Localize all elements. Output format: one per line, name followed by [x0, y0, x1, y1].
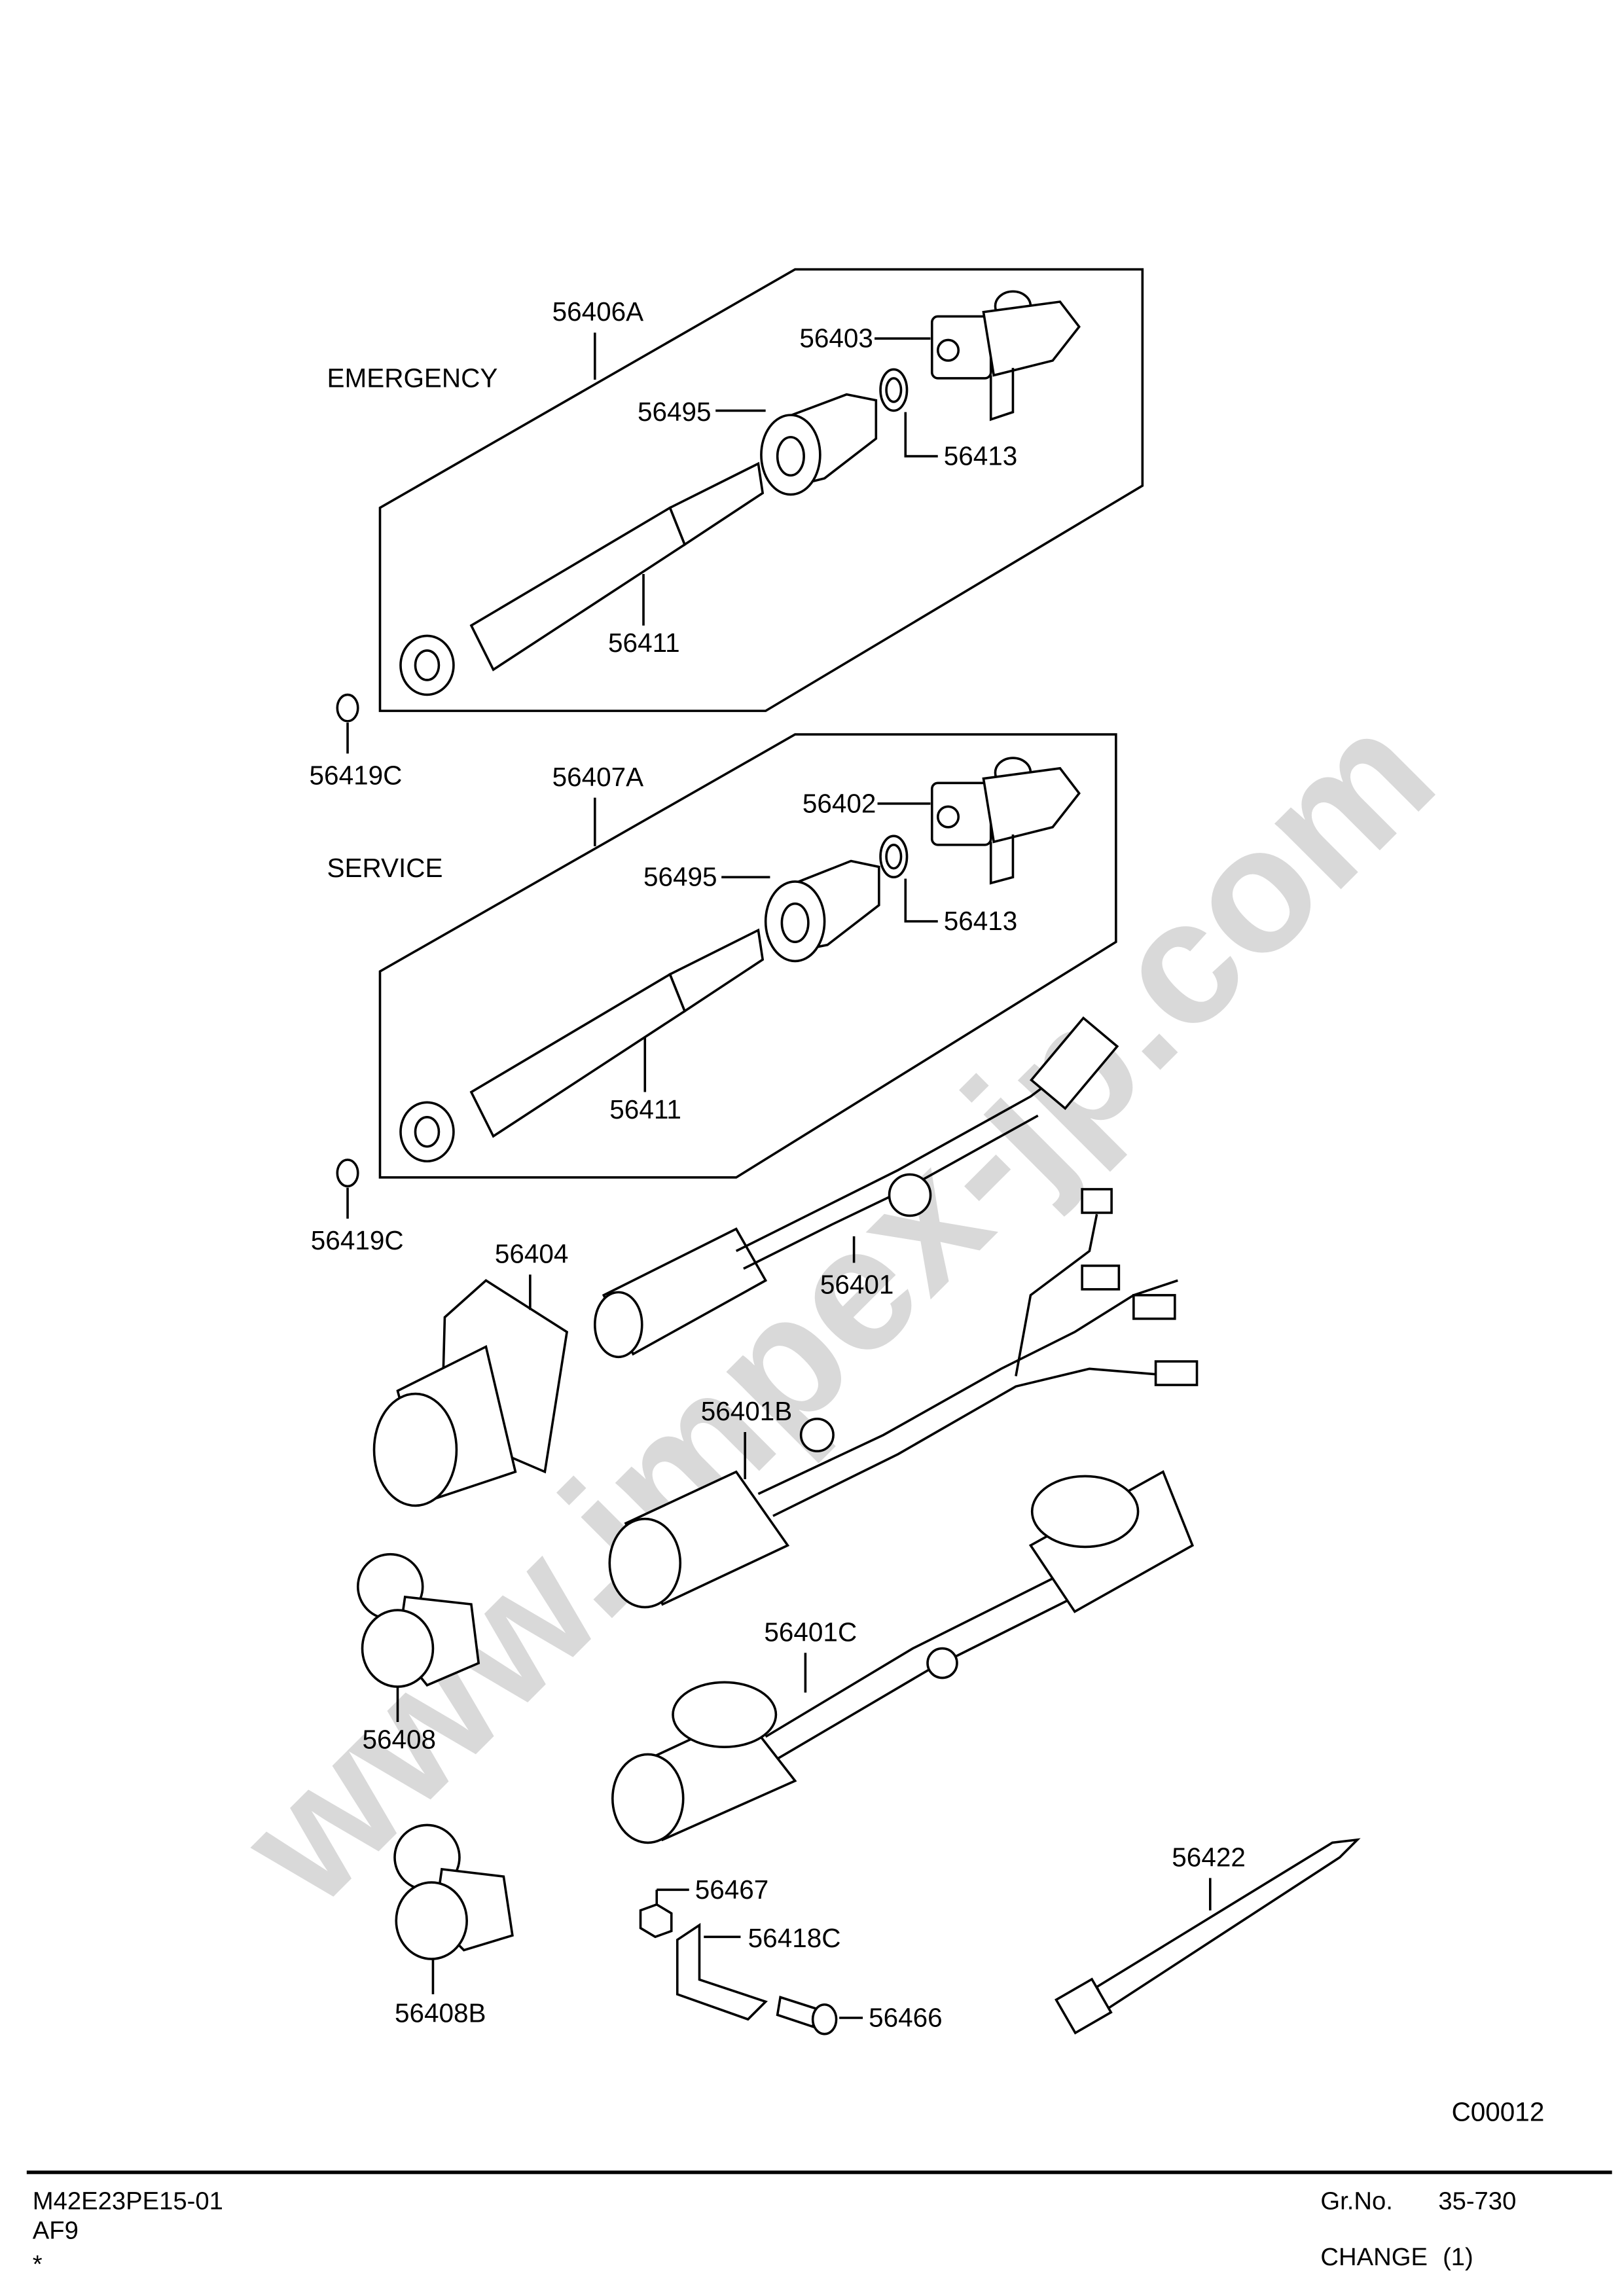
group-number-value: 35-730	[1438, 2187, 1516, 2215]
change-label: CHANGE	[1320, 2243, 1428, 2271]
socket-56408B	[393, 1823, 514, 1960]
adapter-56495-service	[764, 859, 880, 963]
adapter-56495	[760, 393, 878, 496]
group-number-label: Gr.No.	[1320, 2187, 1392, 2215]
label-56408: 56408	[363, 1724, 437, 1754]
label-56404: 56404	[495, 1238, 569, 1268]
label-56418C: 56418C	[748, 1923, 841, 1953]
group-title-service: SERVICE	[327, 853, 443, 883]
figure-code: C00012	[1452, 2096, 1545, 2126]
label-56411-service: 56411	[609, 1094, 681, 1124]
label-56419C: 56419C	[310, 761, 403, 791]
label-56407A: 56407A	[552, 762, 644, 792]
label-56406A: 56406A	[552, 296, 644, 327]
label-56401B: 56401B	[701, 1396, 793, 1426]
label-56495: 56495	[638, 397, 712, 427]
bracket-56418C	[676, 1922, 768, 2021]
group-title-emergency: EMERGENCY	[327, 363, 498, 393]
label-56413-service: 56413	[944, 906, 1018, 936]
ring-56419C-service	[336, 1158, 359, 1188]
plug-cable-56401B	[608, 1188, 1199, 1609]
label-56495-service: 56495	[643, 862, 717, 892]
model-code: AF9	[33, 2216, 79, 2244]
ring-56419C	[336, 693, 359, 723]
socket-bracket-56404	[372, 1279, 569, 1507]
service-group: 56407A SERVICE 56402 56413 56495 564	[327, 733, 1117, 1179]
label-56422: 56422	[1172, 1842, 1246, 1872]
coupling-head-56403	[930, 290, 1081, 422]
label-56413: 56413	[944, 441, 1018, 471]
coupling-head-56402	[930, 757, 1081, 885]
hose-56411-service	[399, 928, 765, 1163]
bolt-56466	[776, 1996, 838, 2036]
plug-cable-56401C	[611, 1470, 1195, 1844]
label-56408B: 56408B	[395, 1998, 486, 2028]
doc-code: M42E23PE15-01	[33, 2187, 223, 2215]
nut-56467	[639, 1903, 673, 1939]
plug-cable-56401	[594, 1016, 1119, 1359]
label-56419C-service: 56419C	[311, 1225, 404, 1255]
cable-tie-56422	[1055, 1838, 1361, 2035]
label-56467: 56467	[695, 1874, 769, 1905]
label-56401C: 56401C	[764, 1617, 857, 1647]
label-56466: 56466	[869, 2002, 943, 2032]
label-56402: 56402	[803, 788, 876, 818]
label-56411: 56411	[608, 628, 680, 658]
emergency-group: 56406A EMERGENCY 56403 56413 56495	[327, 268, 1144, 712]
label-56403: 56403	[799, 323, 873, 353]
change-value: (1)	[1443, 2243, 1473, 2271]
washer-56413-service	[879, 834, 909, 879]
mark: *	[33, 2250, 43, 2278]
label-56401: 56401	[820, 1270, 894, 1300]
socket-56408	[356, 1552, 480, 1688]
hose-56411	[399, 461, 765, 696]
washer-56413	[879, 368, 909, 412]
